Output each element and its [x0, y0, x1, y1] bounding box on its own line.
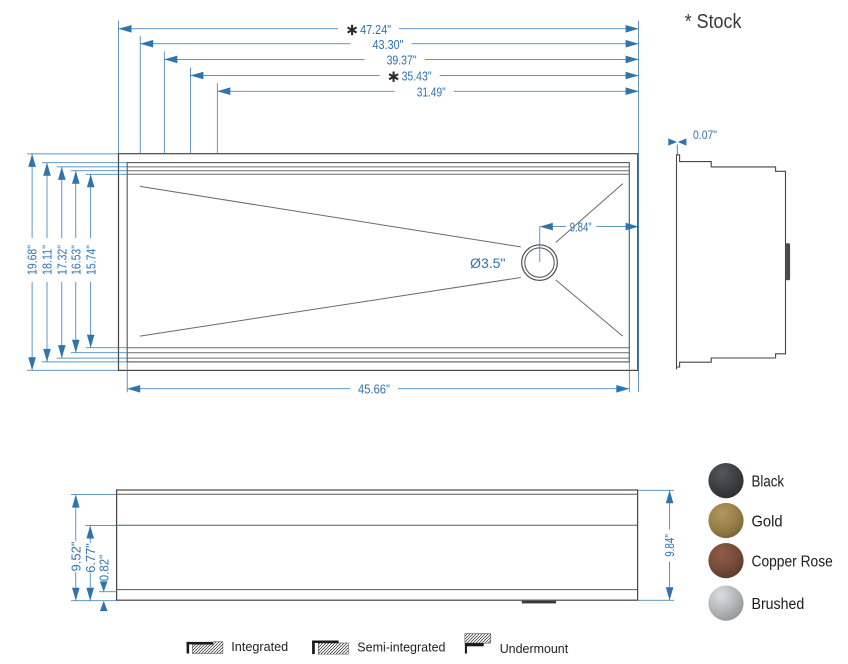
svg-text:Ø3.5": Ø3.5" — [470, 256, 506, 271]
svg-text:Semi-integrated: Semi-integrated — [357, 639, 445, 654]
svg-text:31.49": 31.49" — [417, 84, 446, 99]
svg-text:15.74": 15.74" — [83, 245, 98, 275]
svg-text:16.53": 16.53" — [68, 245, 83, 275]
svg-text:9.84": 9.84" — [662, 534, 677, 557]
svg-text:Black: Black — [752, 474, 785, 491]
svg-text:Copper Rose: Copper Rose — [752, 554, 833, 571]
svg-text:45.66": 45.66" — [358, 381, 390, 396]
svg-text:39.37": 39.37" — [387, 53, 417, 68]
svg-text:35.43": 35.43" — [402, 69, 432, 84]
svg-text:9.84": 9.84" — [570, 219, 592, 234]
svg-text:Gold: Gold — [752, 514, 783, 531]
svg-text:43.30": 43.30" — [373, 37, 404, 52]
svg-text:19.68": 19.68" — [25, 245, 40, 275]
svg-text:6.77": 6.77" — [83, 543, 98, 573]
svg-text:0.82": 0.82" — [96, 554, 111, 581]
svg-text:Integrated: Integrated — [231, 639, 288, 654]
svg-text:* Stock: * Stock — [685, 11, 743, 33]
svg-text:47.24": 47.24" — [360, 22, 391, 37]
svg-text:18.11": 18.11" — [40, 245, 55, 275]
svg-text:0.07": 0.07" — [693, 130, 717, 142]
svg-text:Undermount: Undermount — [500, 641, 569, 656]
svg-text:9.52": 9.52" — [68, 541, 83, 571]
svg-text:Brushed: Brushed — [752, 596, 805, 613]
svg-text:17.32": 17.32" — [54, 245, 69, 275]
